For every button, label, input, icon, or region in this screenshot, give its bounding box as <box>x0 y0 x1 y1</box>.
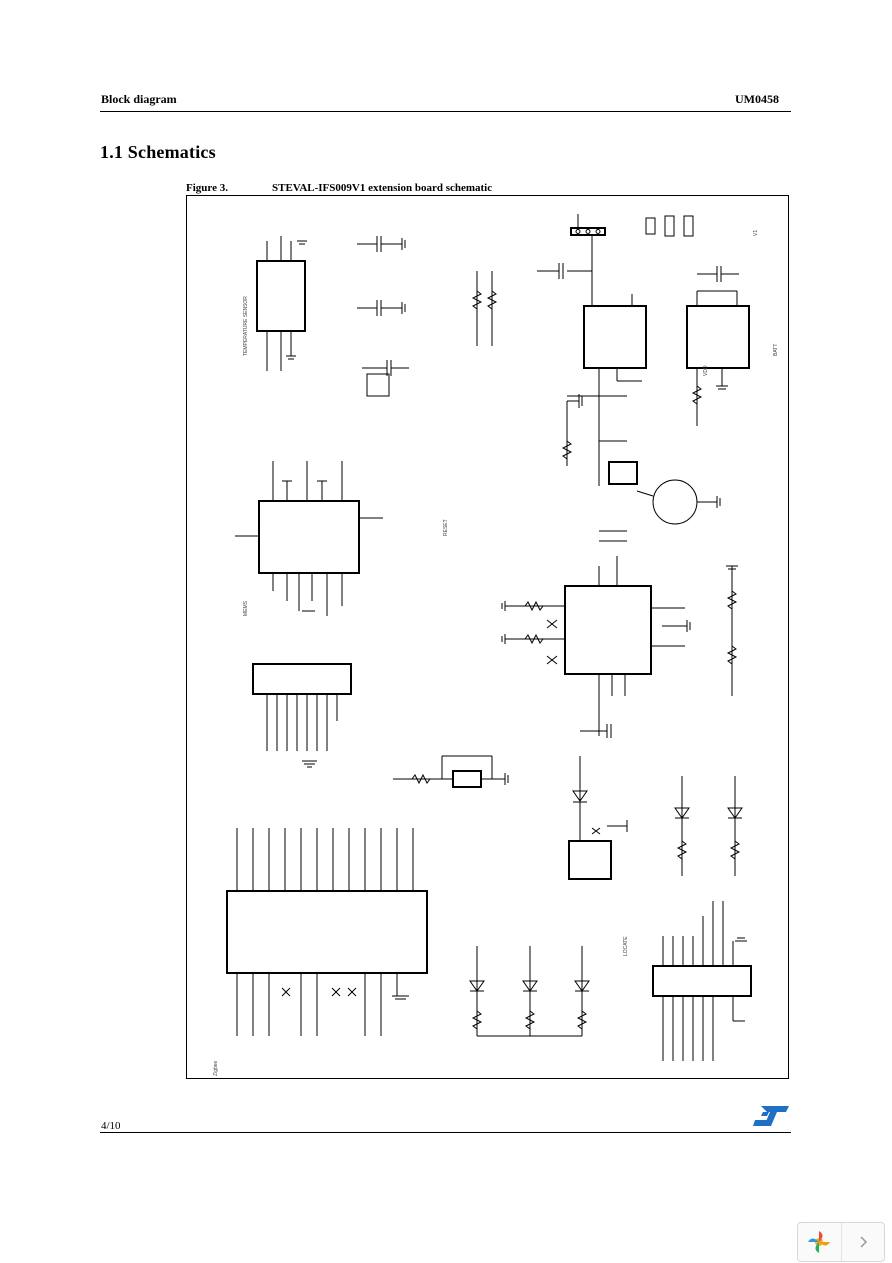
status-leds-right <box>674 776 743 876</box>
battery-circuit <box>561 394 721 542</box>
svg-text:LOCATE: LOCATE <box>623 936 629 956</box>
decoupling-caps-top <box>357 236 409 397</box>
pinwheel-icon[interactable] <box>798 1223 841 1261</box>
header-section-label: Block diagram <box>101 92 177 106</box>
status-leds-bottom <box>469 946 590 1037</box>
temp-sensor-ic <box>256 236 307 371</box>
voltage-divider <box>726 565 738 696</box>
svg-text:BATT: BATT <box>773 344 779 356</box>
main-connector <box>226 828 428 1036</box>
section-title: 1.1 Schematics <box>100 142 216 162</box>
pin-header-bottom <box>652 901 752 1061</box>
svg-text:V1: V1 <box>753 230 759 236</box>
svg-text:MEMS: MEMS <box>243 600 249 616</box>
regulator-ic-2 <box>686 266 750 426</box>
page-number: 4/10 <box>101 1120 121 1132</box>
footer-rule <box>100 1132 791 1133</box>
st-logo-icon <box>753 1104 791 1128</box>
regulator-ic-1 <box>537 236 647 486</box>
header-doc-id: UM0458 <box>735 92 779 106</box>
diode-usb <box>568 724 628 880</box>
pin-header-top <box>252 663 352 768</box>
svg-text:RESET: RESET <box>443 519 449 536</box>
chevron-right-icon[interactable] <box>840 1223 885 1261</box>
svg-text:VDD: VDD <box>703 365 709 376</box>
mems-sensor-ic <box>235 461 383 616</box>
figure-title: STEVAL-IFS009V1 extension board schemati… <box>272 182 493 194</box>
svg-text:Zigbee: Zigbee <box>213 1060 219 1076</box>
viewer-nav-control[interactable] <box>797 1222 885 1262</box>
jumper-blocks <box>645 215 694 237</box>
svg-text:TEMPERATURE SENSOR: TEMPERATURE SENSOR <box>243 296 249 356</box>
figure-number: Figure 3. <box>186 182 228 194</box>
connector-j1 <box>570 214 606 236</box>
rtc-ic <box>501 556 691 736</box>
crystal-circuit <box>393 755 509 788</box>
schematic-drawing: TEMPERATURE SENSOR MEMS RESET LOCATE VDD… <box>213 214 779 1076</box>
pullup-resistors <box>471 271 498 346</box>
schematic-frame: TEMPERATURE SENSOR MEMS RESET LOCATE VDD… <box>186 195 789 1079</box>
header-rule <box>100 111 791 112</box>
